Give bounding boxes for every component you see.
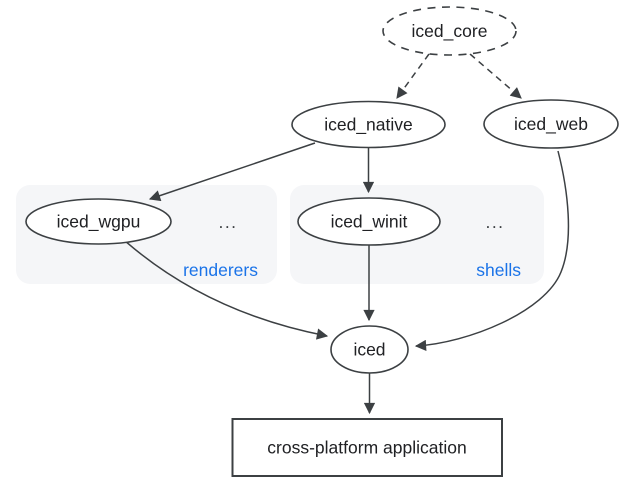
node-iced: iced <box>330 325 409 374</box>
iced-native-ellipse <box>291 100 446 149</box>
node-iced-winit: iced_winit <box>297 197 441 246</box>
iced-wgpu-label: iced_wgpu <box>57 212 141 233</box>
iced-ellipse <box>330 325 409 374</box>
application-rect <box>231 418 503 477</box>
iced-web-ellipse <box>483 99 619 149</box>
iced-native-label: iced_native <box>324 115 413 136</box>
node-iced-native: iced_native <box>291 100 446 149</box>
iced-core-label: iced_core <box>412 21 488 42</box>
node-iced-wgpu: iced_wgpu <box>25 198 172 245</box>
iced-label: iced <box>353 340 385 360</box>
shells-group-label: shells <box>476 260 521 280</box>
iced-winit-label: iced_winit <box>331 212 408 233</box>
shells-ellipsis: ... <box>485 212 504 232</box>
node-iced-core: iced_core <box>382 6 517 56</box>
renderers-group-label: renderers <box>183 260 258 280</box>
iced-web-label: iced_web <box>514 114 588 135</box>
edge-iced-wgpu-to-iced <box>123 239 329 340</box>
edge-iced-native-to-iced-wgpu <box>148 142 316 202</box>
node-cross-platform-application: cross-platform application <box>231 418 503 477</box>
edge-iced-web-to-iced <box>414 150 570 352</box>
edge-iced-core-to-iced-native <box>396 53 430 99</box>
application-label: cross-platform application <box>267 438 466 458</box>
iced-core-ellipse <box>382 6 517 56</box>
edge-iced-core-to-iced-web <box>469 53 522 99</box>
iced-winit-ellipse <box>297 197 441 246</box>
renderers-ellipsis: ... <box>218 212 237 232</box>
iced-wgpu-ellipse <box>25 198 172 245</box>
node-iced-web: iced_web <box>483 99 619 149</box>
